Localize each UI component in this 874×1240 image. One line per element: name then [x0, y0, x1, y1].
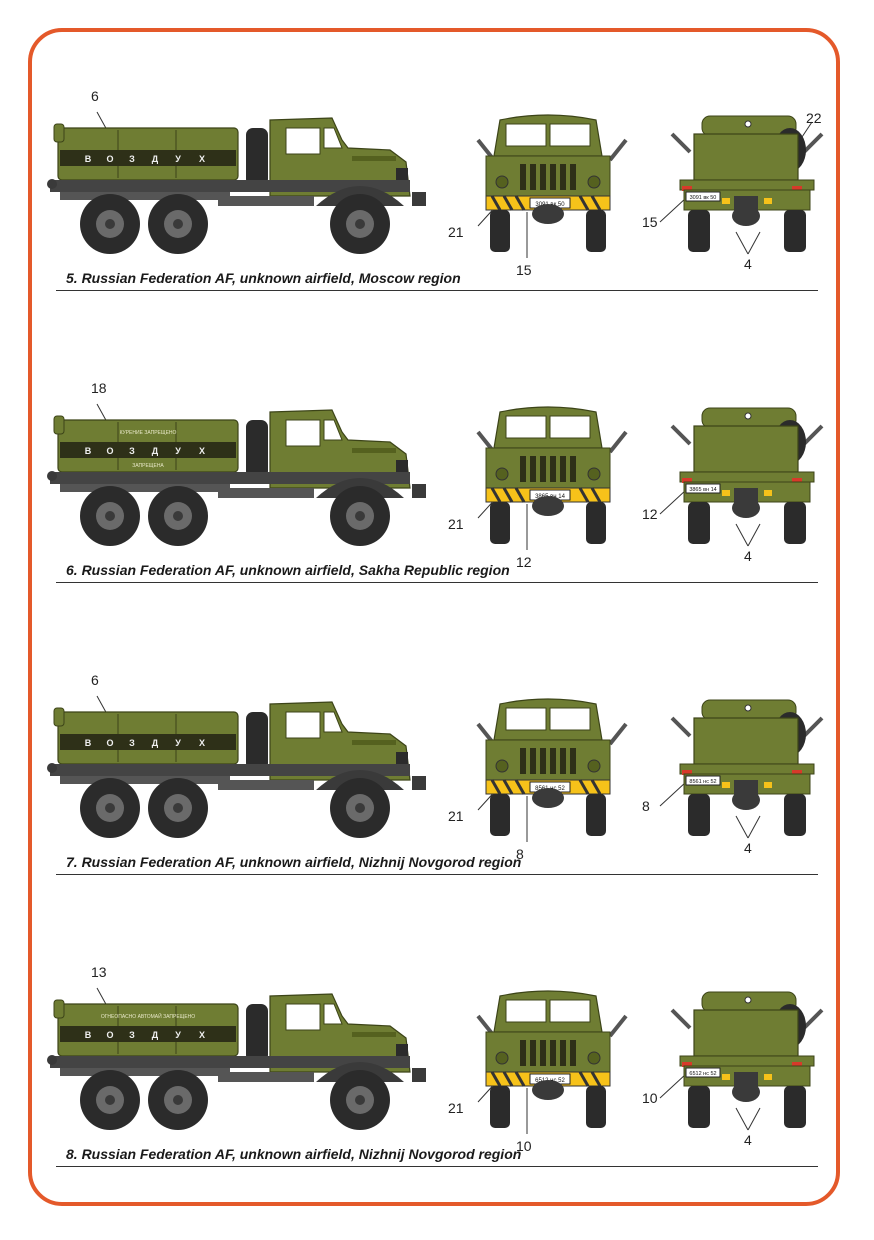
svg-text:З: З: [129, 446, 135, 456]
svg-text:О: О: [106, 446, 113, 456]
profile-caption: 8. Russian Federation AF, unknown airfie…: [66, 1146, 522, 1162]
camouflage-profile-7: В О З Д У Х: [0, 584, 874, 876]
front-left-callout: 21: [448, 224, 464, 240]
front-left-callout: 21: [448, 516, 464, 532]
rear-view: 3091 вк 50: [659, 115, 824, 255]
svg-text:Х: Х: [199, 154, 205, 164]
svg-text:З: З: [129, 154, 135, 164]
page-border: [28, 28, 840, 1206]
caption-rule: [56, 874, 818, 875]
svg-text:В: В: [85, 1030, 92, 1040]
svg-text:У: У: [175, 1030, 181, 1040]
rear-left-callout: 15: [642, 214, 658, 230]
rear-view: 3865 вн 14: [659, 407, 824, 547]
side-callout: 13: [91, 964, 107, 980]
caption-rule: [56, 1166, 818, 1167]
svg-text:Д: Д: [152, 154, 159, 164]
truck-drawings: В О З Д У Х: [47, 695, 824, 842]
front-bottom-callout: 8: [516, 846, 524, 862]
svg-text:В: В: [85, 446, 92, 456]
rear-bottom-callout: 4: [744, 1132, 752, 1148]
svg-text:В: В: [85, 738, 92, 748]
svg-text:Х: Х: [199, 1030, 205, 1040]
camouflage-profile-6: КУРЕНИЕ ЗАПРЕЩЕНО ЗАПРЕЩЕНА В О З Д У Х: [0, 292, 874, 584]
camouflage-profile-8: ОГНЕОПАСНО АВТОМАЙ ЗАПРЕЩЕНО В О З Д У Х: [0, 876, 874, 1168]
svg-text:ЗАПРЕЩЕНА: ЗАПРЕЩЕНА: [132, 463, 164, 469]
svg-text:В: В: [85, 154, 92, 164]
svg-text:О: О: [106, 1030, 113, 1040]
svg-text:6512 нс 52: 6512 нс 52: [689, 1071, 716, 1077]
svg-text:КУРЕНИЕ ЗАПРЕЩЕНО: КУРЕНИЕ ЗАПРЕЩЕНО: [120, 430, 177, 436]
front-bottom-callout: 12: [516, 554, 532, 570]
rear-bottom-callout: 4: [744, 256, 752, 272]
truck-drawings: В О З Д У Х: [47, 111, 824, 258]
side-callout: 6: [91, 672, 99, 688]
profile-caption: 5. Russian Federation AF, unknown airfie…: [66, 270, 461, 286]
camouflage-profile-5: В О З Д У Х: [0, 0, 874, 292]
svg-text:Х: Х: [199, 446, 205, 456]
rear-left-callout: 10: [642, 1090, 658, 1106]
svg-text:Д: Д: [152, 738, 159, 748]
svg-text:Д: Д: [152, 1030, 159, 1040]
svg-text:З: З: [129, 1030, 135, 1040]
svg-text:3865 вн 14: 3865 вн 14: [689, 487, 716, 493]
front-view: 3865 вн 14: [476, 406, 628, 550]
side-callout: 6: [91, 88, 99, 104]
side-view: ОГНЕОПАСНО АВТОМАЙ ЗАПРЕЩЕНО В О З Д У Х: [47, 987, 426, 1130]
svg-text:У: У: [175, 446, 181, 456]
svg-text:Д: Д: [152, 446, 159, 456]
svg-text:ОГНЕОПАСНО АВТОМАЙ ЗАПРЕЩЕНО: ОГНЕОПАСНО АВТОМАЙ ЗАПРЕЩЕНО: [101, 1012, 195, 1020]
rear-view: 8561 нс 52: [659, 699, 824, 839]
front-view: 3091 вк 50: [476, 114, 628, 258]
profile-caption: 7. Russian Federation AF, unknown airfie…: [66, 854, 522, 870]
caption-rule: [56, 582, 818, 583]
svg-text:О: О: [106, 154, 113, 164]
rear-bottom-callout: 4: [744, 548, 752, 564]
front-left-callout: 21: [448, 1100, 464, 1116]
side-view: В О З Д У Х: [47, 695, 426, 838]
profile-caption: 6. Russian Federation AF, unknown airfie…: [66, 562, 510, 578]
truck-drawings: ОГНЕОПАСНО АВТОМАЙ ЗАПРЕЩЕНО В О З Д У Х: [47, 987, 824, 1134]
svg-text:Х: Х: [199, 738, 205, 748]
rear-top-callout: 22: [806, 110, 822, 126]
front-left-callout: 21: [448, 808, 464, 824]
svg-text:3091 вк 50: 3091 вк 50: [690, 195, 717, 201]
rear-left-callout: 12: [642, 506, 658, 522]
front-bottom-callout: 15: [516, 262, 532, 278]
truck-drawings: КУРЕНИЕ ЗАПРЕЩЕНО ЗАПРЕЩЕНА В О З Д У Х: [47, 403, 824, 550]
rear-left-callout: 8: [642, 798, 650, 814]
caption-rule: [56, 290, 818, 291]
side-view: В О З Д У Х: [47, 111, 426, 254]
front-view: 6512 нс 52: [476, 990, 628, 1134]
rear-bottom-callout: 4: [744, 840, 752, 856]
svg-text:З: З: [129, 738, 135, 748]
svg-text:8561 нс 52: 8561 нс 52: [689, 779, 716, 785]
rear-view: 6512 нс 52: [659, 991, 824, 1131]
side-view: КУРЕНИЕ ЗАПРЕЩЕНО ЗАПРЕЩЕНА В О З Д У Х: [47, 403, 426, 546]
svg-text:У: У: [175, 154, 181, 164]
side-callout: 18: [91, 380, 107, 396]
front-view: 8561 нс 52: [476, 698, 628, 842]
svg-text:У: У: [175, 738, 181, 748]
front-bottom-callout: 10: [516, 1138, 532, 1154]
svg-text:О: О: [106, 738, 113, 748]
